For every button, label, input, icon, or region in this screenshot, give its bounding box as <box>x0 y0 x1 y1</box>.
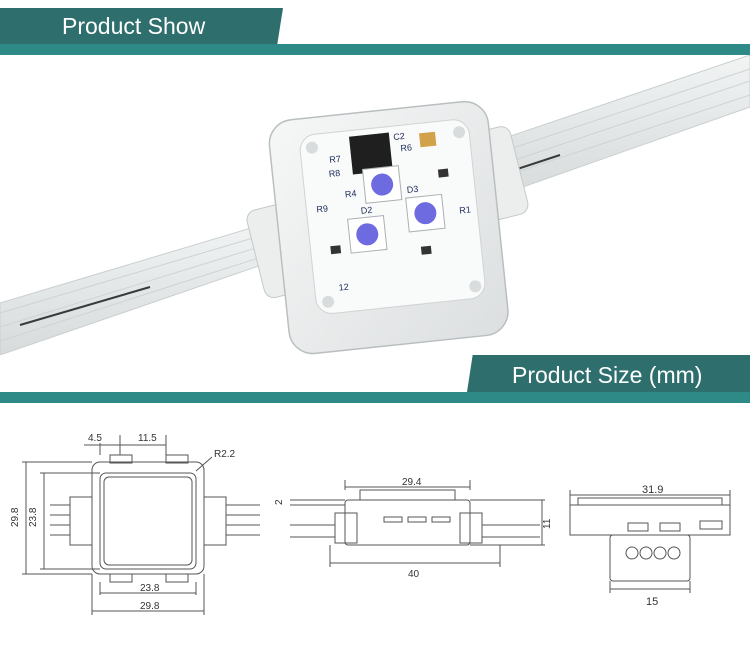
dim-height-outer: 29.8 <box>10 507 21 527</box>
capacitor <box>419 131 437 148</box>
dim-side-thickness: 2 <box>274 499 285 505</box>
label-r7: R7 <box>329 154 341 165</box>
front-view <box>22 435 260 615</box>
left-cable <box>0 222 277 355</box>
product-size-header: Product Size (mm) <box>0 355 750 405</box>
label-r4: R4 <box>344 188 356 199</box>
dim-top-left-b: 11.5 <box>138 433 157 444</box>
side-view <box>290 480 545 567</box>
dim-side-length: 40 <box>408 569 420 580</box>
ic-chip <box>348 132 393 175</box>
label-c2: C2 <box>393 131 405 142</box>
led-3 <box>405 193 446 233</box>
dim-height-inner: 23.8 <box>28 507 39 527</box>
header-rule <box>0 392 750 403</box>
mount-hole <box>322 295 335 308</box>
dim-end-inner: 15 <box>646 596 658 608</box>
mount-hole <box>305 141 318 154</box>
dim-side-height: 11 <box>542 518 553 529</box>
smd-part <box>437 168 449 178</box>
led-2 <box>347 215 388 254</box>
product-photo: R7 R8 R4 R9 D2 D3 R6 C2 R1 12 <box>0 55 750 355</box>
end-view <box>569 490 731 593</box>
dim-end-width: 31.9 <box>642 484 663 496</box>
dimension-drawings: 4.5 11.5 R2.2 29.8 23.8 23.8 29.8 2 29.4… <box>10 433 731 615</box>
header-rule <box>0 44 750 55</box>
mount-hole <box>469 280 482 293</box>
dim-radius: R2.2 <box>214 449 236 460</box>
product-show-title: Product Show <box>62 13 206 39</box>
led-1 <box>361 165 403 204</box>
smd-part <box>330 245 342 255</box>
dim-top-left-a: 4.5 <box>88 433 102 444</box>
dim-width-outer: 29.8 <box>140 601 160 612</box>
right-cable <box>489 55 750 196</box>
label-d2: D2 <box>360 205 372 216</box>
label-d3: D3 <box>406 184 418 195</box>
dim-side-width: 29.4 <box>402 477 422 488</box>
label-r9: R9 <box>316 203 328 214</box>
header-tab <box>467 355 750 392</box>
header-tab <box>0 8 283 44</box>
smd-part <box>420 245 432 255</box>
label-r6: R6 <box>400 142 412 153</box>
product-show-header: Product Show <box>0 0 750 55</box>
product-size-title: Product Size (mm) <box>512 362 703 388</box>
module-case: R7 R8 R4 R9 D2 D3 R6 C2 R1 12 <box>268 100 509 355</box>
label-r1: R1 <box>459 204 471 215</box>
label-r8: R8 <box>328 168 340 179</box>
label-12: 12 <box>338 282 349 293</box>
dim-width-inner: 23.8 <box>140 583 160 594</box>
mount-hole <box>453 126 466 139</box>
